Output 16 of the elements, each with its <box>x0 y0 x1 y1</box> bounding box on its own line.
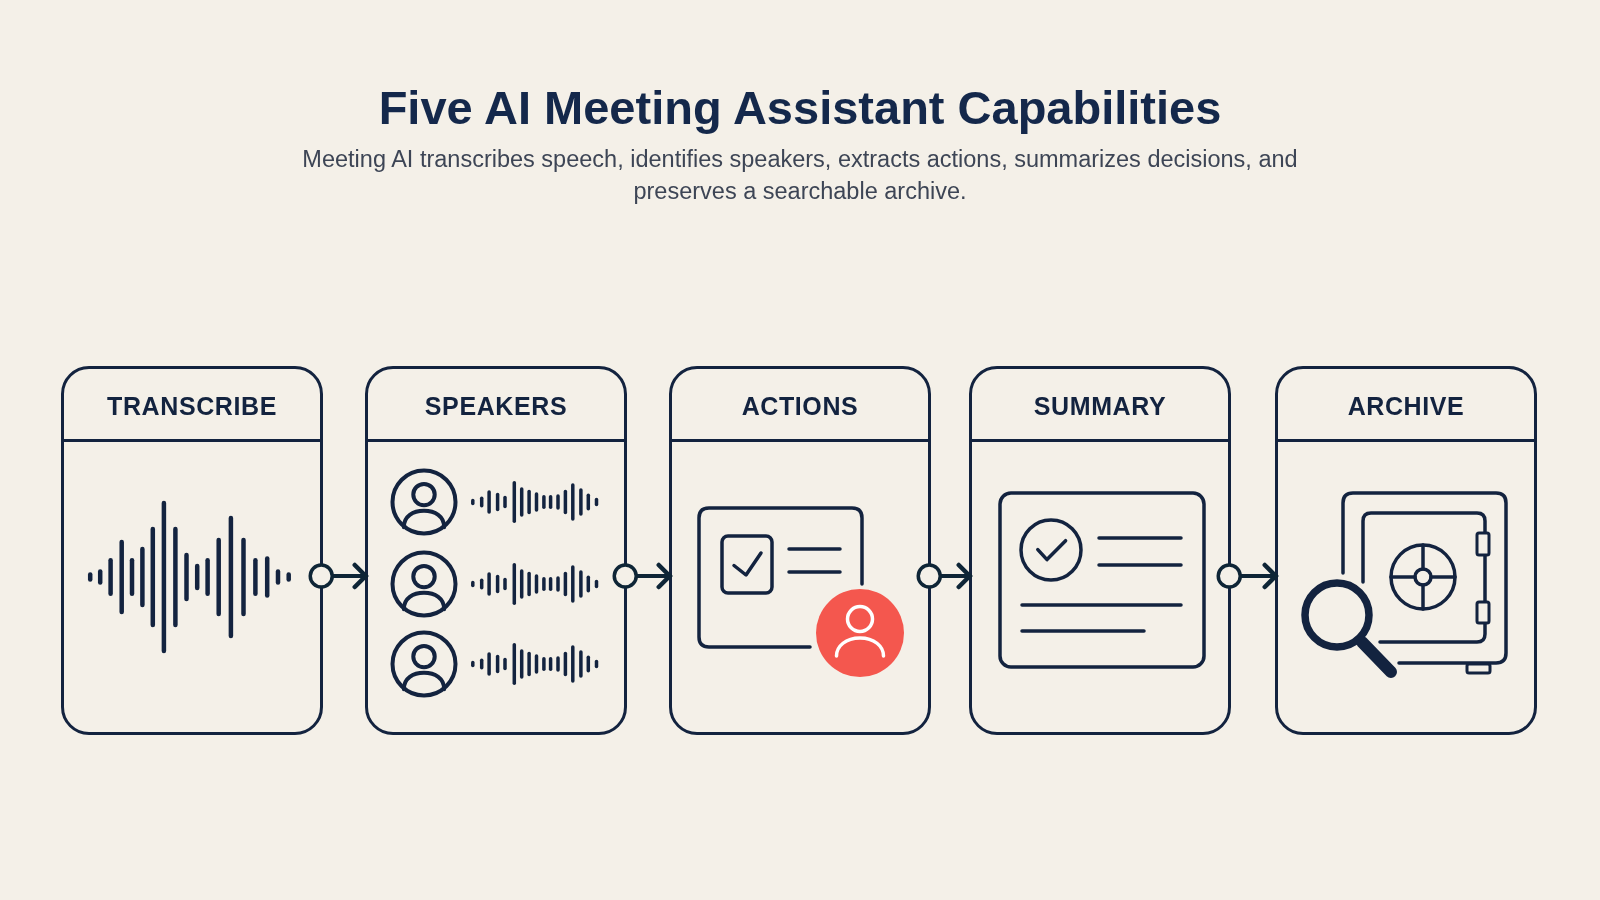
process-card <box>61 366 323 735</box>
process-card <box>669 366 931 735</box>
arrow <box>308 562 368 590</box>
subtitle: Meeting AI transcribes speech, identifies speakers, extracts actions, summarizes decisions, and preserves a searchable archive. <box>301 145 1299 206</box>
card-title: SUMMARY <box>1033 392 1167 421</box>
arrow <box>612 562 672 590</box>
process-card <box>365 366 627 735</box>
card-title: ARCHIVE <box>1347 392 1465 421</box>
process-card <box>969 366 1231 735</box>
title: Five AI Meeting Assistant Capabilities <box>377 80 1223 136</box>
arrow <box>916 562 972 590</box>
card-title: SPEAKERS <box>424 392 568 421</box>
arrow <box>1216 562 1278 590</box>
card-title: ACTIONS <box>741 392 859 421</box>
card-title: TRANSCRIBE <box>107 392 277 421</box>
process-card <box>1275 366 1537 735</box>
